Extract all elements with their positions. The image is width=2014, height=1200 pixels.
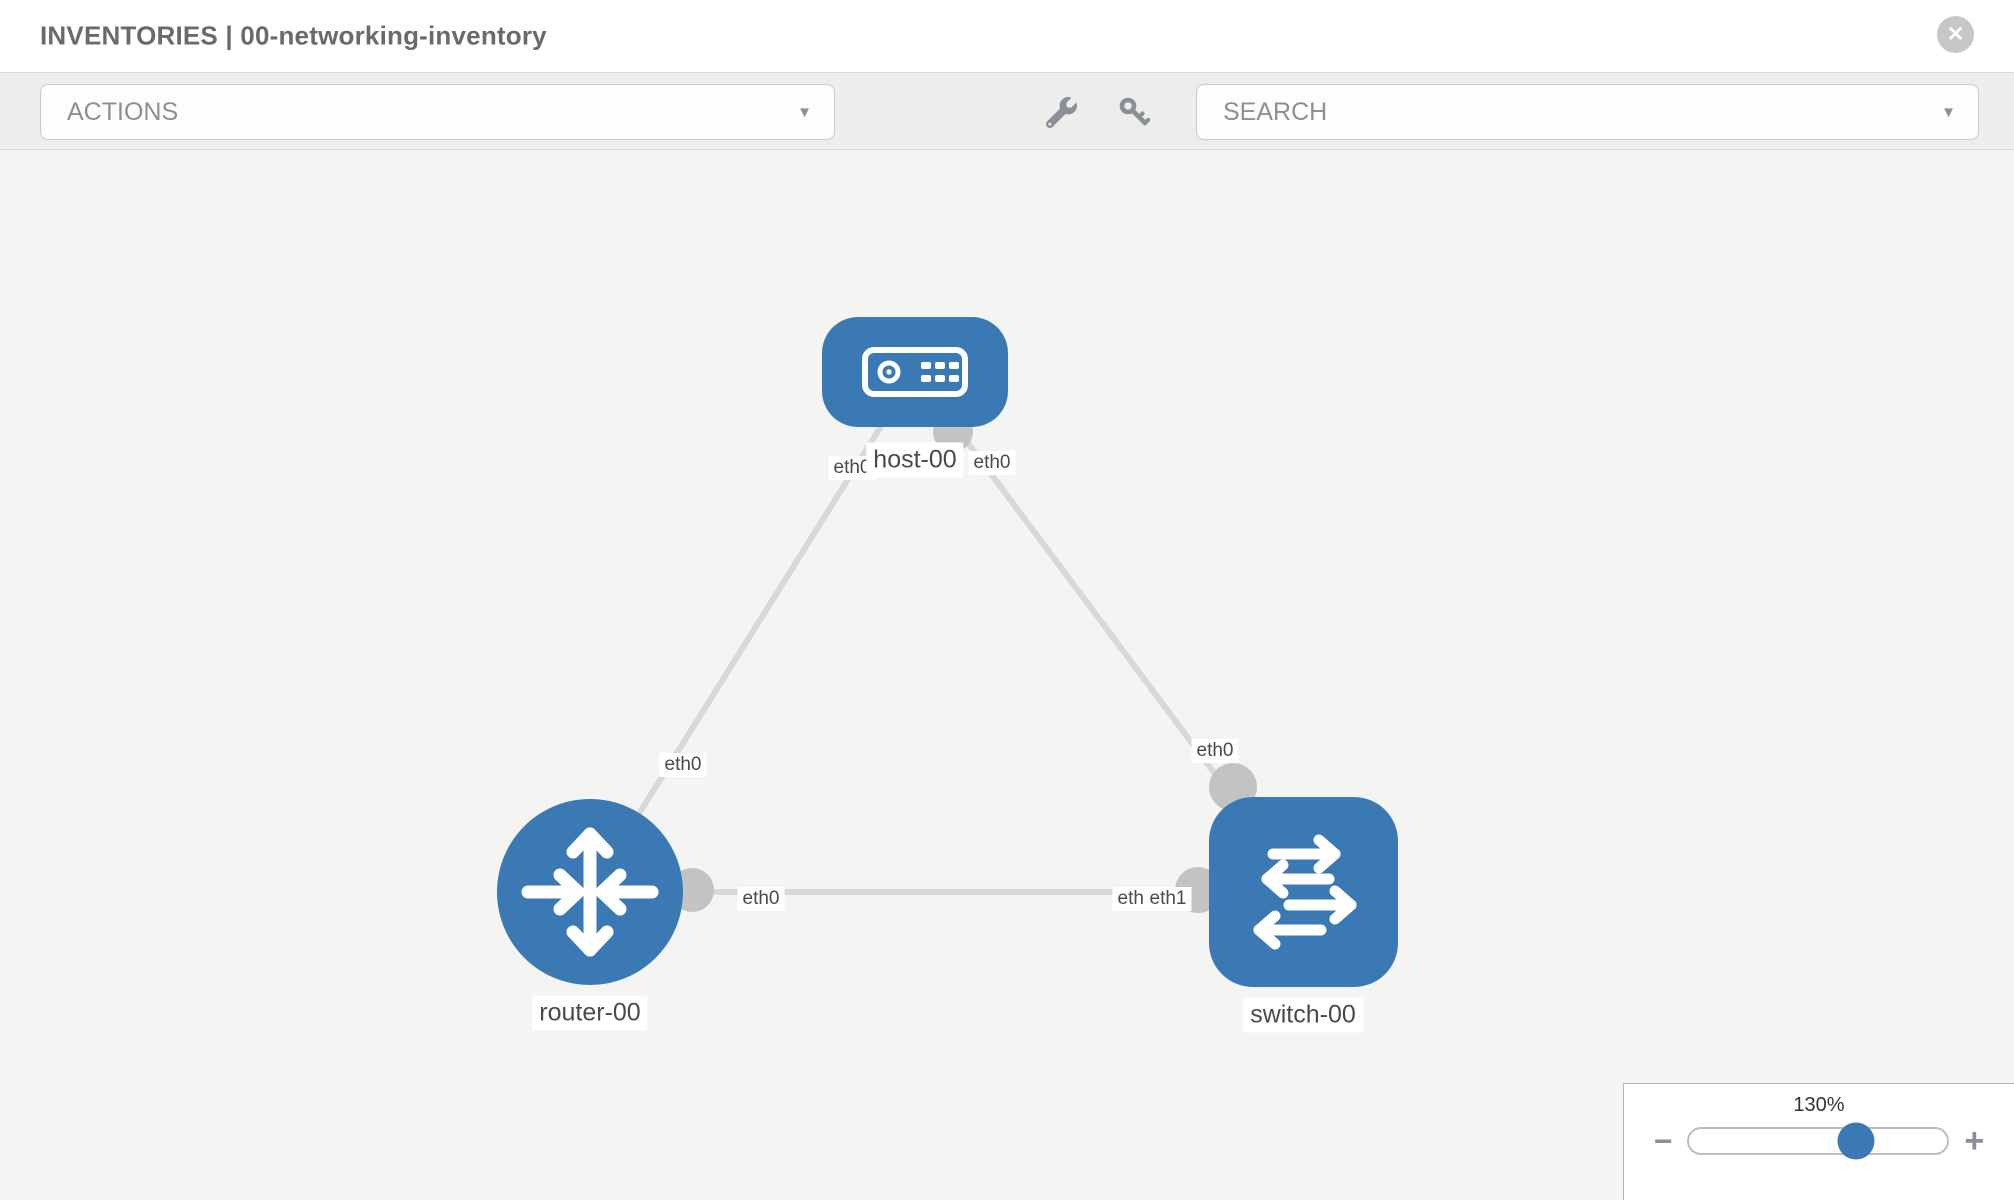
actions-dropdown-label: ACTIONS: [67, 97, 179, 126]
chevron-down-icon: ▼: [797, 103, 812, 121]
chevron-down-icon: ▼: [1941, 103, 1956, 121]
zoom-in-button[interactable]: +: [1964, 1122, 1985, 1160]
zoom-out-button[interactable]: −: [1653, 1123, 1673, 1159]
toolbar: ACTIONS ▼ SEARCH ▼: [0, 72, 2014, 150]
search-dropdown[interactable]: SEARCH ▼: [1196, 84, 1979, 140]
actions-dropdown[interactable]: ACTIONS ▼: [40, 84, 835, 140]
topology-graph: [497, 317, 1398, 987]
zoom-slider-thumb[interactable]: [1837, 1122, 1875, 1160]
toolbar-icons: [1046, 73, 1151, 151]
wrench-icon[interactable]: [1046, 96, 1077, 128]
close-icon[interactable]: ✕: [1937, 16, 1974, 53]
node-host-00[interactable]: [822, 317, 1008, 427]
search-dropdown-label: SEARCH: [1223, 97, 1328, 126]
key-icon[interactable]: [1117, 95, 1151, 129]
zoom-slider[interactable]: [1687, 1122, 1950, 1160]
header: INVENTORIES | 00-networking-inventory ✕: [0, 0, 2014, 72]
zoom-panel: 130% − +: [1623, 1083, 2014, 1200]
node-switch-00[interactable]: [1209, 797, 1398, 987]
node-router-00[interactable]: [497, 799, 683, 985]
page-title: INVENTORIES | 00-networking-inventory: [40, 20, 547, 51]
zoom-level: 130%: [1793, 1094, 1845, 1116]
